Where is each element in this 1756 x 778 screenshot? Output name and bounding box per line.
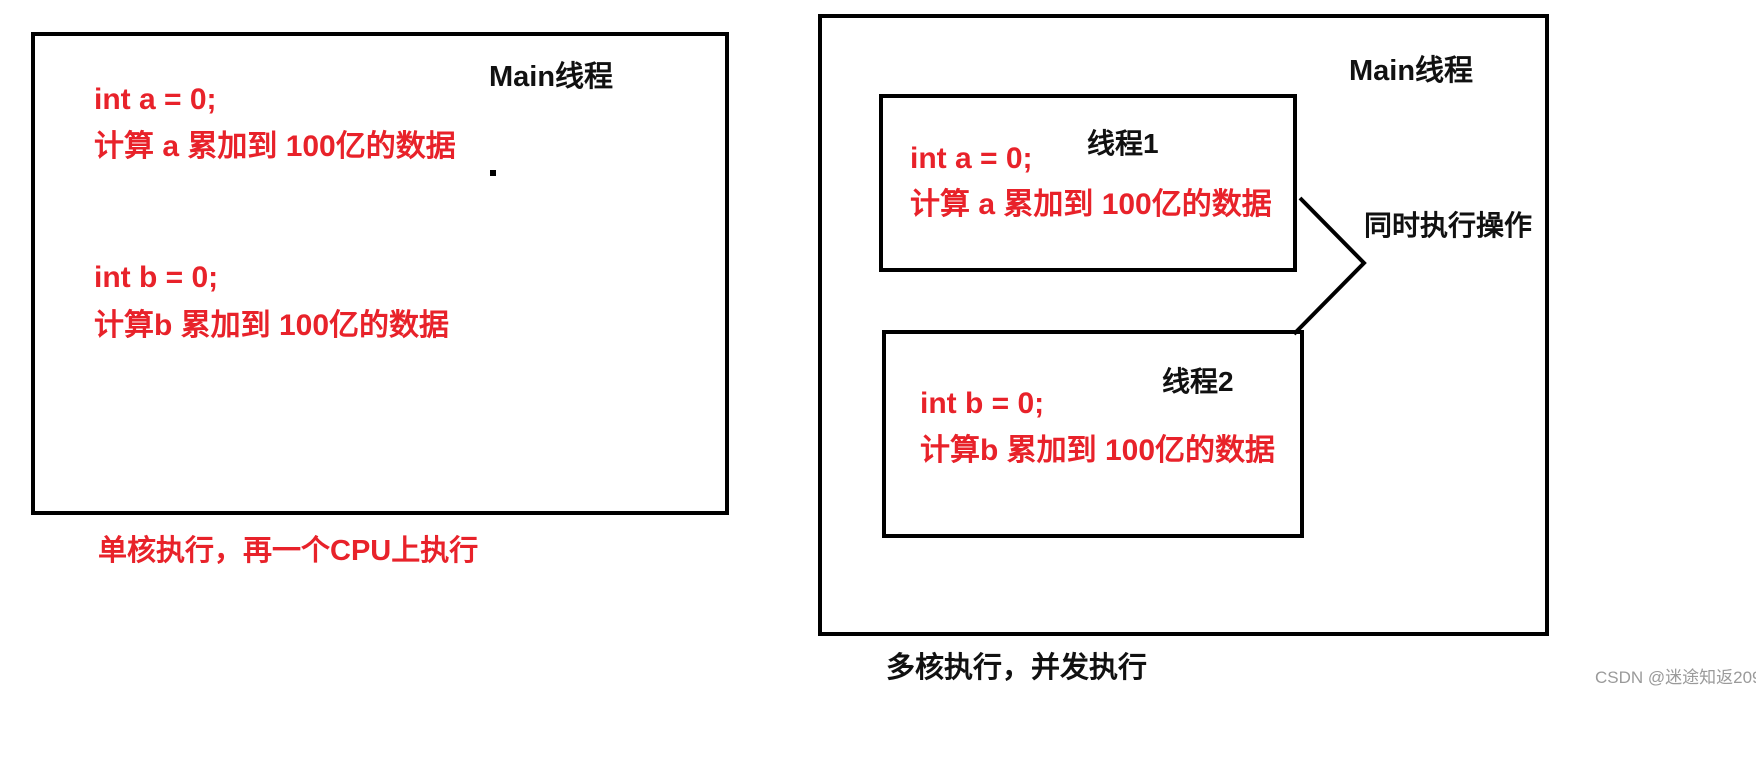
left-desc-b: 计算b 累加到 100亿的数据 [94,309,450,342]
left-code-a: int a = 0; [94,83,217,116]
thread-2-desc: 计算b 累加到 100亿的数据 [920,434,1276,467]
left-desc-a: 计算 a 累加到 100亿的数据 [94,130,456,163]
left-main-thread-title: Main线程 [489,61,614,93]
thread-2-box [882,330,1304,538]
thread-2-code: int b = 0; [920,387,1045,420]
single-core-main-thread-box [31,32,729,515]
thread-2-title: 线程2 [1162,366,1234,397]
right-main-thread-title: Main线程 [1349,55,1474,87]
multi-core-main-thread-box [818,14,1549,636]
thread-1-code: int a = 0; [910,142,1033,175]
left-caption: 单核执行，再一个CPU上执行 [98,535,479,567]
thread-1-box [879,94,1297,272]
watermark: CSDN @迷途知返209 [1595,668,1756,687]
left-code-b: int b = 0; [94,261,219,294]
thread-1-desc: 计算 a 累加到 100亿的数据 [910,188,1272,221]
concurrent-label: 同时执行操作 [1364,210,1533,241]
left-stray-dot [490,170,496,176]
right-caption: 多核执行，并发执行 [886,652,1148,684]
thread-1-title: 线程1 [1087,128,1159,159]
